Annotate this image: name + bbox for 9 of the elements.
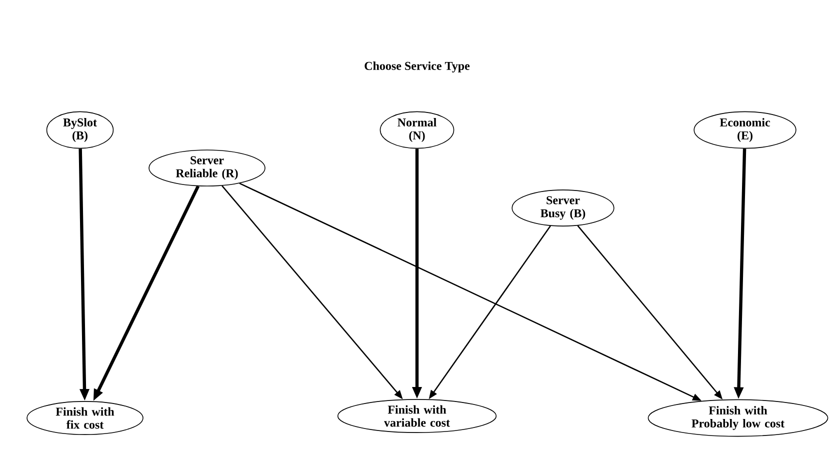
ellipse-node: Server Reliable (R) <box>148 150 266 186</box>
ellipse-node: BySlot (B) <box>46 111 114 149</box>
title: Choose Service Type <box>364 62 470 72</box>
ellipse-node: Finish with Probably low cost <box>648 399 828 437</box>
ellipse-node: Server Busy (B) <box>512 190 614 226</box>
ellipse-node: Finish with fix cost <box>26 401 144 435</box>
ellipse-node: Economic (E) <box>694 111 796 149</box>
ellipse-node: Normal (N) <box>380 111 454 149</box>
ellipse-node: Finish with variable cost <box>337 399 497 433</box>
